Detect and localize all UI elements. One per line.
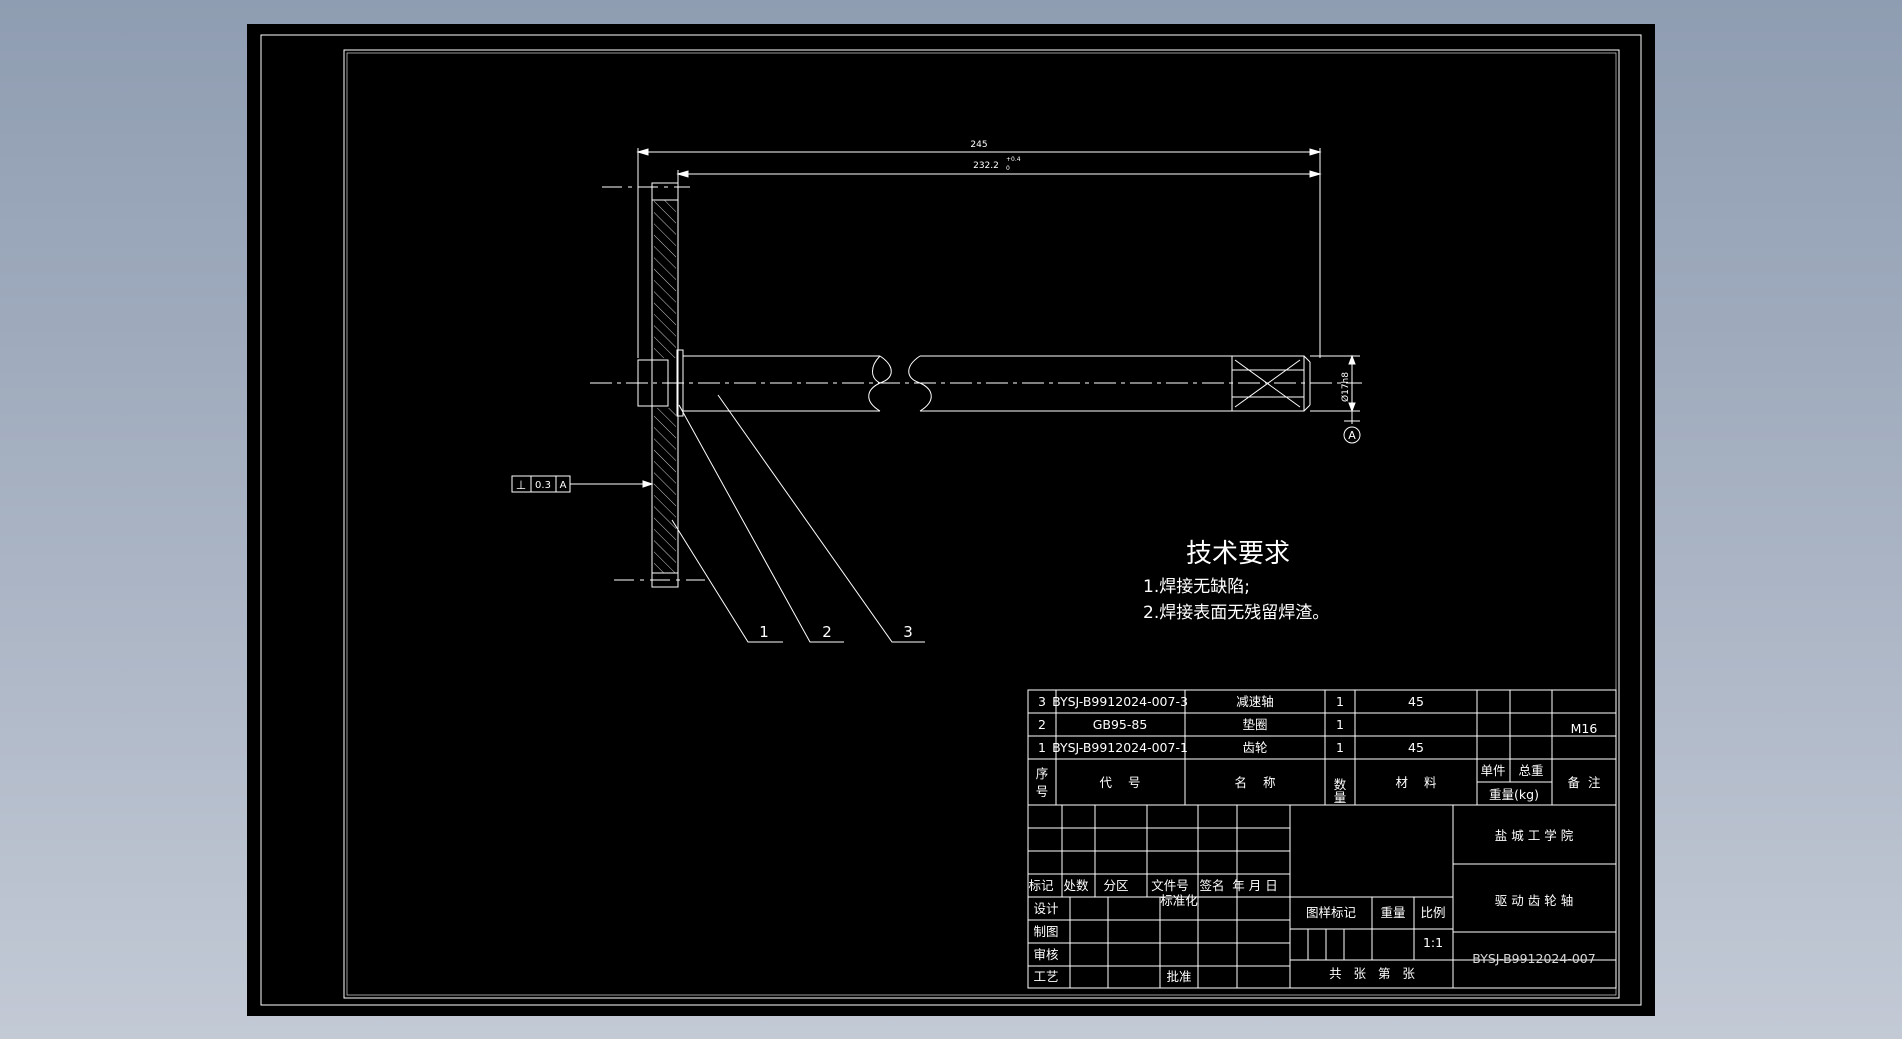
bom-code-1: BYSJ-B9912024-007-1 [1052, 740, 1188, 755]
dim-inner-tol: +0.4 [1006, 156, 1021, 163]
rev-mark: 标记 [1028, 878, 1054, 893]
shaft-end [1231, 355, 1305, 412]
role-design: 设计 [1033, 901, 1058, 916]
break-left-2 [872, 355, 881, 384]
dim-overall: 245 [970, 140, 987, 150]
dim-diameter: Ø17h8 [1340, 372, 1351, 402]
hdr-seq-1: 序 [1036, 766, 1049, 781]
chamfer-2 [1303, 404, 1311, 412]
tol-value: 0.3 [535, 480, 551, 491]
sheet-inner-frame [343, 49, 1620, 999]
bom-seq-1: 1 [1038, 740, 1046, 755]
rev-date: 年 月 日 [1232, 878, 1277, 893]
part-name: 驱 动 齿 轮 轴 [1495, 893, 1573, 908]
arrow-inner-r [1309, 170, 1322, 178]
hdr-material: 材 料 [1396, 775, 1437, 790]
rev-count: 处数 [1063, 878, 1089, 893]
sheet-background [247, 24, 1655, 1016]
bom-mat-1: 45 [1408, 740, 1424, 755]
datum-letter: A [1348, 429, 1356, 442]
washer [676, 349, 684, 417]
hub [637, 359, 669, 407]
dia-arrow-t [1348, 354, 1356, 365]
bom-code-3: BYSJ-B9912024-007-3 [1052, 694, 1188, 709]
bom-mat-3: 45 [1408, 694, 1424, 709]
dia-arrow-b [1348, 402, 1356, 413]
scale-label: 比例 [1420, 905, 1445, 920]
hdr-code: 代 号 [1100, 775, 1141, 790]
hdr-name: 名 称 [1235, 775, 1276, 790]
gear-hatch-top [654, 200, 676, 358]
balloon-2: 2 [822, 623, 832, 641]
drawing-number: BYSJ-B9912024-007 [1472, 951, 1595, 966]
gear-hatch-bottom [654, 408, 676, 573]
rev-zone: 分区 [1103, 878, 1128, 893]
tol-symbol: ⊥ [516, 478, 526, 492]
arrow-overall-r [1309, 148, 1322, 156]
bom-note-2: M16 [1571, 721, 1598, 736]
balloon-1: 1 [759, 623, 769, 641]
arrow-overall-l [636, 148, 649, 156]
hdr-qty-2: 量 [1334, 790, 1347, 805]
bom-qty-1: 1 [1336, 740, 1344, 755]
sheet-outer-border [260, 34, 1642, 1006]
hdr-note: 备 注 [1568, 775, 1601, 790]
school-name: 盐 城 工 学 院 [1495, 828, 1574, 843]
balloon-3: 3 [903, 623, 913, 641]
tech-item-1: 1.焊接无缺陷; [1143, 577, 1250, 597]
tech-title: 技术要求 [1186, 539, 1290, 569]
hdr-total: 总重 [1518, 763, 1543, 778]
role-draw: 制图 [1033, 924, 1058, 939]
rev-doc: 文件号 [1151, 878, 1189, 893]
bom-qty-3: 1 [1336, 694, 1344, 709]
chamfer-1 [1303, 355, 1311, 363]
hdr-seq-2: 号 [1036, 784, 1049, 799]
bom-seq-3: 3 [1038, 694, 1046, 709]
arrow-inner-l [676, 170, 689, 178]
sheet-count: 共 张 第 张 [1329, 966, 1415, 981]
hdr-weight: 重量(kg) [1489, 787, 1539, 802]
sheet-inner-frame-2 [346, 52, 1617, 996]
hdr-unit: 单件 [1480, 763, 1505, 778]
weight-label: 重量 [1380, 905, 1405, 920]
dim-inner: 232.2 [973, 161, 999, 171]
break-right [908, 355, 932, 412]
dim-inner-tol-lower: 0 [1006, 165, 1010, 172]
role-process: 工艺 [1033, 969, 1058, 984]
bom-seq-2: 2 [1038, 717, 1046, 732]
rev-sign: 签名 [1199, 878, 1224, 893]
hdr-qty-1: 数 [1334, 777, 1347, 792]
bom-qty-2: 1 [1336, 717, 1344, 732]
tol-arrow [642, 480, 654, 488]
mark-label: 图样标记 [1306, 905, 1357, 920]
scale-value: 1:1 [1423, 935, 1443, 950]
leader-2 [678, 404, 844, 643]
leader-1 [671, 519, 783, 643]
spline-x2 [1234, 359, 1301, 408]
bom-code-2: GB95-85 [1093, 717, 1148, 732]
role-standard: 标准化 [1160, 893, 1198, 908]
bom-name-3: 减速轴 [1236, 694, 1274, 709]
role-check: 审核 [1033, 947, 1059, 962]
gear-plate [651, 182, 679, 588]
role-approve: 批准 [1166, 969, 1191, 984]
bom-name-2: 垫圈 [1242, 717, 1267, 732]
tech-item-2: 2.焊接表面无残留焊渣。 [1143, 603, 1329, 623]
tol-datum: A [560, 480, 567, 491]
bom-name-1: 齿轮 [1242, 740, 1267, 755]
title-block: 3 BYSJ-B9912024-007-3 减速轴 1 45 2 GB95-85… [1027, 689, 1617, 989]
leader-3 [717, 394, 925, 643]
datum-circle [1343, 426, 1361, 444]
